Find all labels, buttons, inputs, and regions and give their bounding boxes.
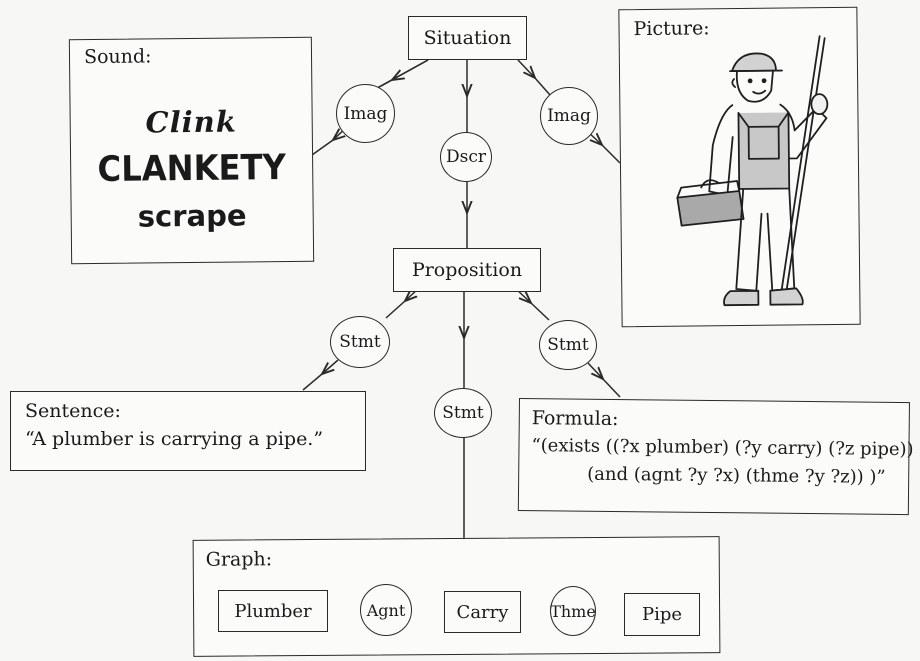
sound-title: Sound: xyxy=(83,45,152,69)
formula-title: Formula: xyxy=(531,407,619,431)
formula-line-2: (and (agnt ?y ?x) (thme ?y ?z)) )” xyxy=(587,463,886,488)
graph-relation-agnt: Agnt xyxy=(360,584,412,636)
arrow-situation-imag-right xyxy=(517,59,551,96)
arrow-stmt-sentence xyxy=(302,359,339,391)
graph-node-carry: Carry xyxy=(444,591,521,633)
dscr-node: Dscr xyxy=(440,132,492,182)
sentence-text: “A plumber is carrying a pipe.” xyxy=(25,428,324,450)
plumber-illustration-icon xyxy=(676,35,829,307)
sound-panel: Sound: Clink CLANKETY scrape xyxy=(68,36,315,265)
sound-word-clankety: CLANKETY xyxy=(97,148,287,190)
graph-relation-thme: Thme xyxy=(550,586,596,636)
stmt-node-right: Stmt xyxy=(539,320,597,370)
imag-node-right: Imag xyxy=(540,87,598,145)
graph-node-pipe: Pipe xyxy=(624,593,700,636)
stmt-node-left: Stmt xyxy=(330,316,390,368)
sentence-panel: Sentence: “A plumber is carrying a pipe.… xyxy=(10,391,366,471)
picture-panel: Picture: xyxy=(618,6,861,328)
graph-title: Graph: xyxy=(205,548,273,571)
arrow-proposition-stmt-left xyxy=(385,287,420,319)
arrow-proposition-stmt-right xyxy=(514,287,550,321)
arrow-imag-picture xyxy=(586,130,621,164)
sentence-title: Sentence: xyxy=(25,400,121,422)
proposition-node: Proposition xyxy=(393,248,541,292)
formula-panel: Formula: “(exists ((?x plumber) (?y carr… xyxy=(517,398,914,516)
sound-word-clink: Clink xyxy=(145,104,238,140)
arrow-stmt-formula xyxy=(587,362,621,398)
sound-word-scrape: scrape xyxy=(137,198,247,234)
situation-node: Situation xyxy=(408,16,527,60)
graph-node-plumber: Plumber xyxy=(218,590,328,632)
imag-node-left: Imag xyxy=(336,84,395,143)
stmt-node-middle: Stmt xyxy=(434,388,492,438)
formula-line-1: “(exists ((?x plumber) (?y carry) (?z pi… xyxy=(531,435,914,461)
